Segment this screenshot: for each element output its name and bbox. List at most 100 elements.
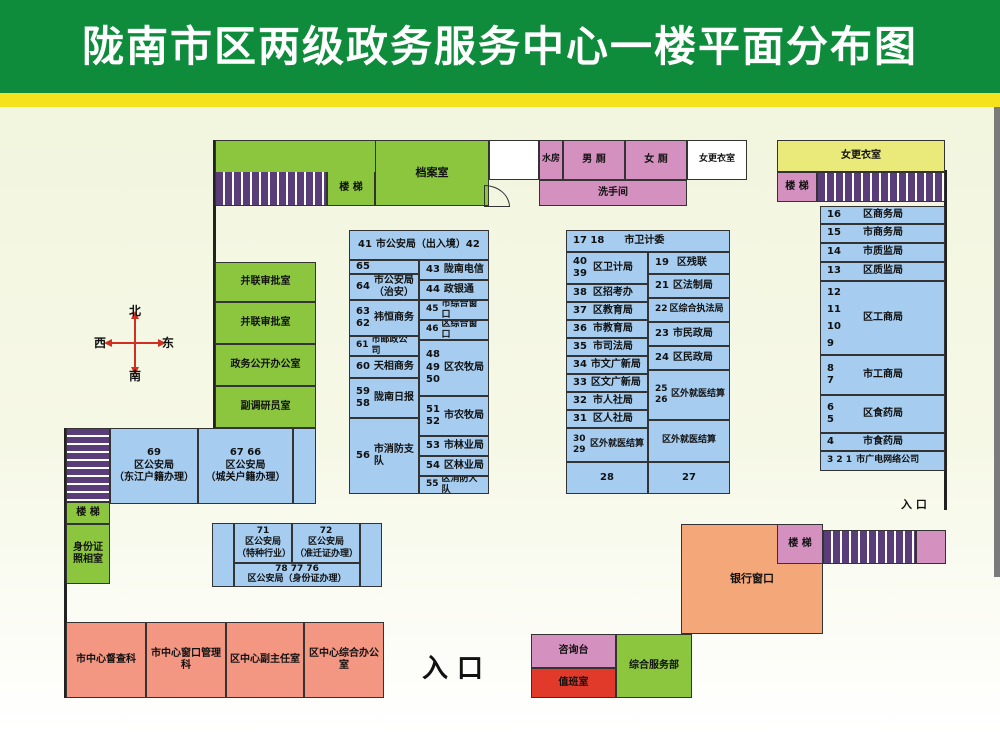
booth-62-num: 63 62 bbox=[356, 305, 370, 330]
booth-31: 31 区人社局 bbox=[566, 410, 648, 428]
booth-9-name: 区工商局 bbox=[863, 311, 903, 323]
stairs-top-left-label: 楼 梯 bbox=[327, 170, 375, 206]
booth-45-name: 市综合窗口 bbox=[441, 300, 478, 320]
female-locker-room-2: 女更衣室 bbox=[777, 140, 945, 172]
booth-16-name: 区商务局 bbox=[863, 208, 903, 220]
booth-15-name: 市商务局 bbox=[863, 227, 903, 239]
booth-36-name: 市教育局 bbox=[592, 322, 633, 334]
booth-48-50: 48 49 50 区农牧局 bbox=[419, 340, 489, 396]
booth-38-num: 38 bbox=[573, 286, 587, 298]
police-71-num: 71 bbox=[256, 526, 270, 537]
booth-19-name: 区残联 bbox=[676, 256, 707, 268]
booth-34-num: 34 bbox=[573, 358, 587, 370]
booth-33-name: 区文广新局 bbox=[590, 376, 641, 388]
booth-14-num: 14 bbox=[827, 246, 841, 258]
booth-33: 33 区文广新局 bbox=[566, 374, 648, 392]
booth-41-num: 41 bbox=[358, 238, 372, 250]
booth-36: 36 市教育局 bbox=[566, 320, 648, 338]
booth-21: 21 区法制局 bbox=[648, 274, 730, 298]
stairs-bottom-right-end bbox=[916, 530, 946, 564]
booth-14-name: 市质监局 bbox=[863, 246, 903, 258]
booth-60: 60 天相商务 bbox=[349, 356, 419, 378]
mens-restroom: 男 厕 bbox=[563, 140, 625, 180]
booth-9-num: 12 11 10 9 bbox=[827, 287, 841, 349]
main-entrance-label: 入 口 bbox=[422, 654, 484, 684]
booth-21-name: 区法制局 bbox=[672, 279, 713, 291]
booth-4: 4 市食药局 bbox=[820, 433, 945, 451]
booth-46: 46 区综合窗口 bbox=[419, 320, 489, 340]
booth-55: 55 区消防大队 bbox=[419, 476, 489, 494]
booth-23-name: 市民政局 bbox=[672, 327, 713, 339]
booth-24-num: 24 bbox=[655, 351, 669, 363]
booth-35: 35 市司法局 bbox=[566, 338, 648, 356]
compass-north: 北 bbox=[129, 304, 142, 318]
booth-16-num: 16 bbox=[827, 208, 841, 220]
booth-54-name: 区林业局 bbox=[443, 459, 484, 471]
booth-21-num: 21 bbox=[655, 279, 669, 291]
police-69-room: 69 区公安局 （东江户籍办理） bbox=[110, 428, 198, 504]
police-71-name: 区公安局 bbox=[244, 537, 281, 548]
booth-34-name: 市文广新局 bbox=[590, 358, 641, 370]
booth-25-26: 25 26 区外就医结算 bbox=[648, 370, 730, 420]
door-archive bbox=[484, 185, 510, 207]
wall-east bbox=[944, 170, 947, 510]
stairs-left-label: 楼 梯 bbox=[66, 502, 110, 524]
booth-15-num: 15 bbox=[827, 227, 841, 239]
stairs-bottom-right-label: 楼 梯 bbox=[777, 524, 823, 564]
booth-44: 44 政银通 bbox=[419, 280, 489, 300]
supervision-office: 市中心督查科 bbox=[66, 622, 146, 698]
booth-32-num: 32 bbox=[573, 394, 587, 406]
parallel-review-room-2: 并联审批室 bbox=[215, 302, 316, 344]
header-yellow-band bbox=[0, 93, 1000, 107]
booth-53: 53 市林业局 bbox=[419, 436, 489, 456]
booth-54: 54 区林业局 bbox=[419, 456, 489, 476]
booth-17-name: 市卫计委 bbox=[624, 234, 665, 246]
right-edge-shadow bbox=[994, 107, 1000, 577]
booth-45: 45 市综合窗口 bbox=[419, 300, 489, 320]
booth-5-name: 区食药局 bbox=[863, 407, 903, 419]
booth-61: 61 市邮政公司 bbox=[349, 336, 419, 356]
booth-7-8: 8 7 市工商局 bbox=[820, 355, 945, 395]
stairs-top-right-label: 楼 梯 bbox=[777, 172, 817, 202]
info-desk: 咨询台 bbox=[531, 634, 616, 668]
police-67-sub: （城关户籍办理） bbox=[205, 472, 286, 484]
booth-22-num: 22 bbox=[655, 304, 668, 315]
booth-35-name: 市司法局 bbox=[592, 340, 633, 352]
police-72-num: 72 bbox=[319, 526, 333, 537]
police-71-sub: （特种行业） bbox=[237, 548, 292, 559]
booth-34: 34 市文广新局 bbox=[566, 356, 648, 374]
booth-13-name: 区质监局 bbox=[863, 265, 903, 277]
deputy-researcher-office: 副调研员室 bbox=[215, 386, 316, 428]
booth-32: 32 市人社局 bbox=[566, 392, 648, 410]
booth-17-num: 17 18 bbox=[573, 234, 605, 246]
booth-4-name: 市食药局 bbox=[863, 435, 903, 447]
police-69-sub: （东江户籍办理） bbox=[114, 472, 194, 484]
police-67-name: 区公安局 bbox=[225, 459, 266, 471]
booth-33-num: 33 bbox=[573, 376, 587, 388]
booth-45-num: 45 bbox=[426, 304, 439, 315]
booth-61-num: 61 bbox=[356, 340, 369, 351]
booth-46-name: 区综合窗口 bbox=[441, 320, 478, 340]
police-72-name: 区公安局 bbox=[307, 537, 344, 548]
booth-44-num: 44 bbox=[426, 283, 440, 295]
booth-64-num: 64 bbox=[356, 280, 370, 292]
duty-room: 值班室 bbox=[531, 668, 616, 698]
compass-west: 西 bbox=[94, 336, 107, 350]
booth-13-num: 13 bbox=[827, 265, 841, 277]
booth-19: 19 区残联 bbox=[648, 252, 730, 274]
ps-block-right bbox=[360, 523, 382, 587]
booth-43-num: 43 bbox=[426, 263, 440, 275]
compass-icon bbox=[104, 311, 166, 375]
booth-37: 37 区教育局 bbox=[566, 302, 648, 320]
booth-31-num: 31 bbox=[573, 412, 587, 424]
booth-22-name: 区综合执法局 bbox=[669, 304, 724, 315]
police-side-room bbox=[293, 428, 316, 504]
booth-53-num: 53 bbox=[426, 439, 440, 451]
booth-54-num: 54 bbox=[426, 459, 440, 471]
deputy-director-office: 区中心副主任室 bbox=[226, 622, 304, 698]
booth-58-name: 陇南日报 bbox=[374, 391, 414, 403]
police-69-num: 69 bbox=[147, 447, 161, 459]
booth-17-18: 17 18 市卫计委 bbox=[566, 230, 730, 252]
booth-39-name: 区卫计局 bbox=[593, 261, 633, 273]
booth-16: 16 区商务局 bbox=[820, 206, 945, 224]
